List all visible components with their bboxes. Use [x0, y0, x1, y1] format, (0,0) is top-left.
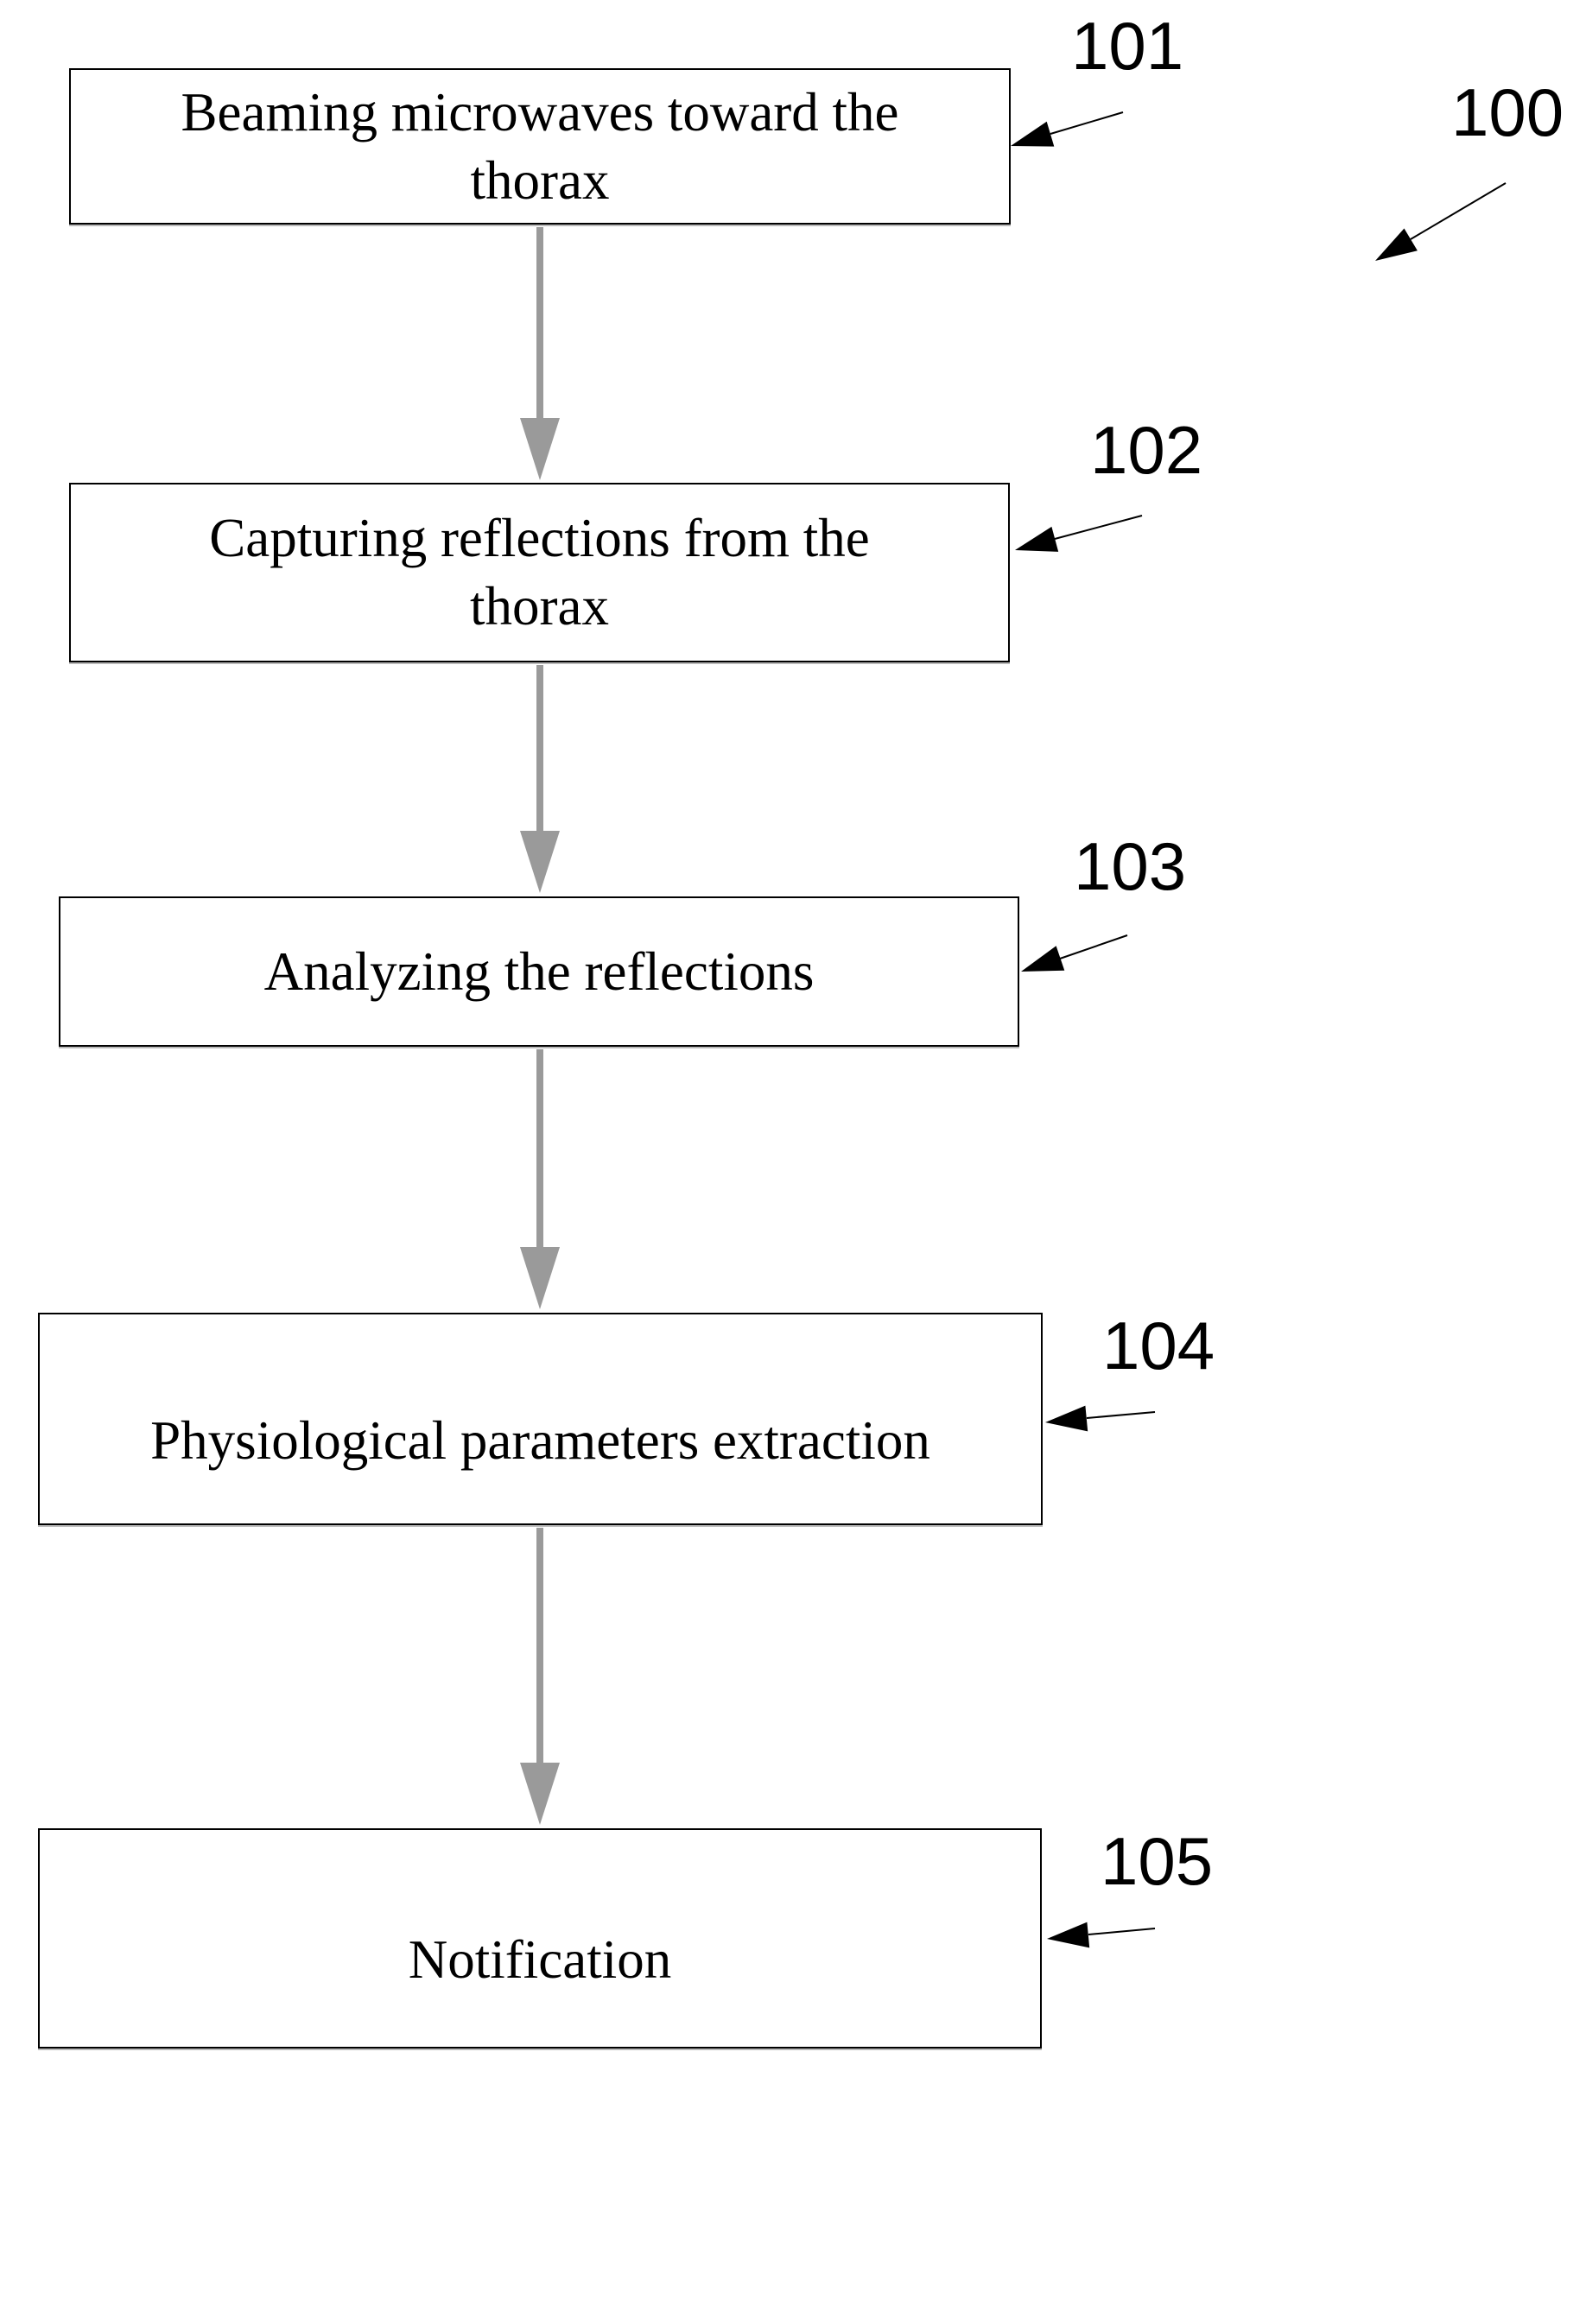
ref-leader-105-icon	[1047, 1922, 1156, 1948]
flow-box-analyzing-reflections: Analyzing the reflections	[59, 896, 1019, 1047]
flow-arrow-101-to-102-icon	[520, 227, 560, 480]
ref-leader-102-icon	[1015, 515, 1143, 552]
ref-label-102: 102	[1090, 412, 1203, 488]
flow-box-notification: Notification	[38, 1828, 1042, 2049]
flow-box-label: Physiological parameters extraction	[150, 1409, 930, 1471]
flow-box-parameters-extraction: Physiological parameters extraction	[38, 1313, 1043, 1525]
ref-label-101: 101	[1071, 8, 1184, 84]
flow-arrow-104-to-105-icon	[520, 1528, 560, 1825]
ref-leader-103-icon	[1021, 934, 1128, 972]
flow-arrow-103-to-104-icon	[520, 1049, 560, 1309]
flow-arrow-102-to-103-icon	[520, 665, 560, 893]
ref-label-105: 105	[1101, 1823, 1214, 1899]
flow-box-label: Beaming microwaves toward the thorax	[181, 81, 899, 211]
ref-leader-100-icon	[1375, 182, 1507, 261]
ref-label-103: 103	[1074, 828, 1187, 904]
flow-box-beaming-microwaves: Beaming microwaves toward the thorax	[69, 68, 1011, 225]
flow-box-label: Capturing reflections from the thorax	[209, 508, 870, 636]
flow-box-capturing-reflections: Capturing reflections from the thorax	[69, 483, 1010, 662]
figure-ref-label-100: 100	[1451, 74, 1564, 150]
ref-leader-101-icon	[1011, 111, 1124, 147]
flow-box-label: Analyzing the reflections	[263, 940, 815, 1002]
flow-box-label: Notification	[408, 1929, 672, 1991]
ref-leader-104-icon	[1045, 1405, 1156, 1432]
ref-label-104: 104	[1102, 1308, 1215, 1384]
